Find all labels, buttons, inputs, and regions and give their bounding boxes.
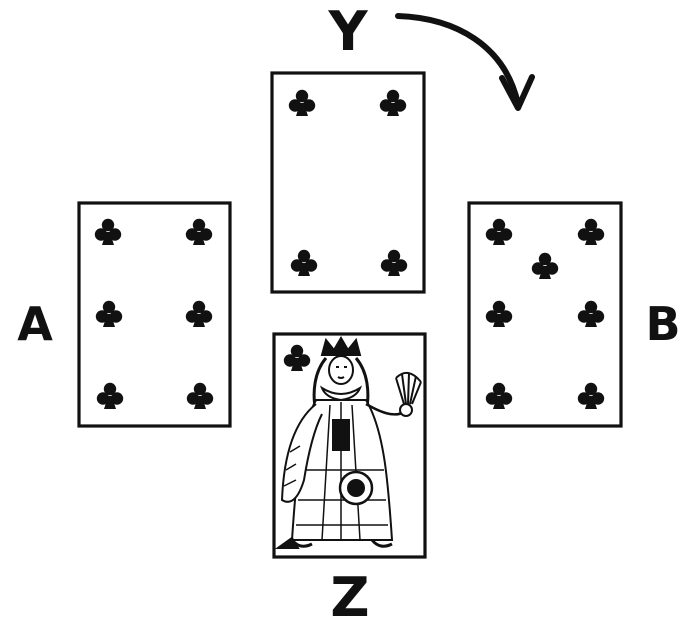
- clockwise-arrow: [395, 13, 535, 111]
- card-south: [272, 332, 427, 559]
- card-west-pips: [94, 218, 214, 409]
- card-east-pips: [485, 218, 605, 409]
- club-pip-icon: [288, 89, 316, 116]
- club-pip-icon: [185, 300, 213, 327]
- club-pip-icon: [186, 382, 214, 409]
- queen-figure-illustration: [274, 336, 422, 549]
- club-pip-icon: [577, 218, 605, 245]
- club-pip-icon: [96, 382, 124, 409]
- club-pip-icon: [94, 218, 122, 245]
- club-pip-icon: [485, 300, 513, 327]
- label-east: B: [645, 297, 680, 351]
- club-pip-icon: [485, 218, 513, 245]
- label-north: Y: [327, 0, 368, 63]
- card-east: [467, 201, 623, 428]
- club-pip-icon: [577, 382, 605, 409]
- club-pip-icon: [485, 382, 513, 409]
- label-south: Z: [330, 566, 369, 621]
- club-pip-icon: [185, 218, 213, 245]
- card-north: [270, 71, 426, 294]
- club-pip-icon: [283, 344, 311, 371]
- label-west: A: [17, 297, 53, 351]
- club-pip-icon: [531, 252, 559, 279]
- club-pip-icon: [290, 249, 318, 276]
- club-pip-icon: [95, 300, 123, 327]
- card-south-pips: [283, 344, 311, 371]
- club-pip-icon: [577, 300, 605, 327]
- card-west: [77, 201, 232, 428]
- club-pip-icon: [380, 249, 408, 276]
- club-pip-icon: [379, 89, 407, 116]
- card-north-pips: [288, 89, 408, 276]
